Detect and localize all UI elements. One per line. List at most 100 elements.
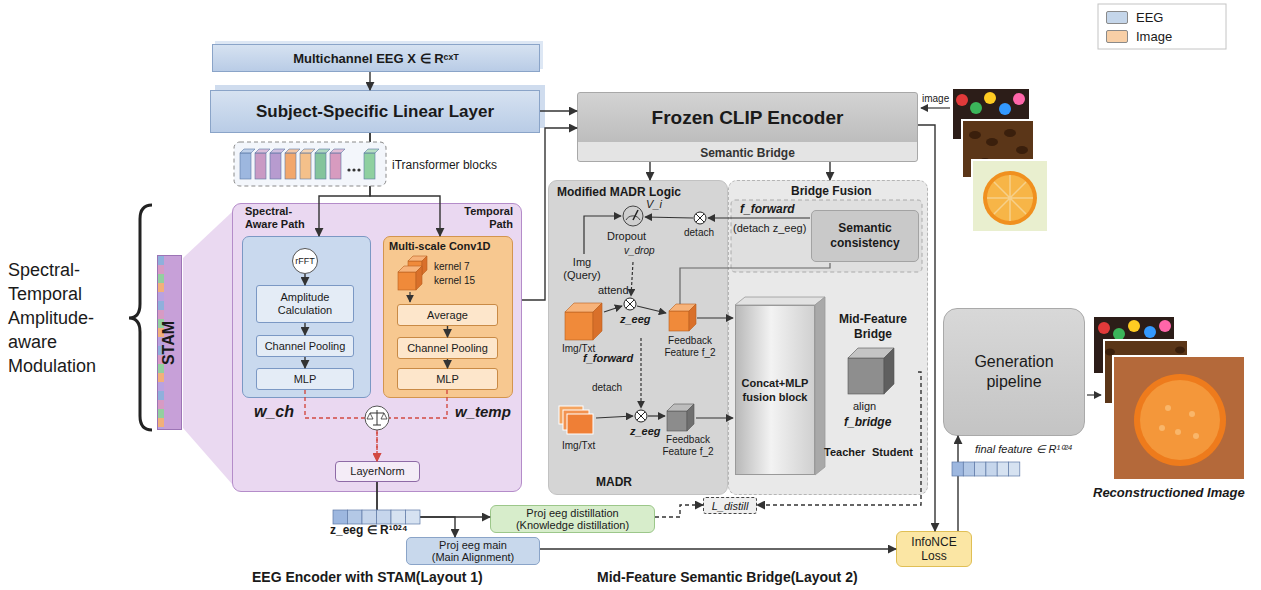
flow-arrow xyxy=(645,217,693,218)
node-label: Channel Pooling xyxy=(265,340,346,353)
legend-slot: Image xyxy=(1136,29,1172,44)
token-strip xyxy=(255,149,270,153)
legend-label: Image xyxy=(1136,29,1172,44)
feature-vector xyxy=(377,510,392,524)
text-stack: MLP xyxy=(398,369,497,389)
variable-label: f_bridge xyxy=(844,415,891,429)
legend-frame xyxy=(1098,4,1226,49)
text-slot: Temporal Path xyxy=(451,205,513,231)
balance-symbol xyxy=(365,406,389,430)
feature-cube xyxy=(565,303,894,431)
token-strip xyxy=(300,149,315,153)
token-strip xyxy=(285,153,296,179)
legend-label: EEG xyxy=(1136,10,1163,25)
linear-layer-box: Subject-Specific Linear Layer xyxy=(210,90,540,133)
node-label: Amplitude Calculation xyxy=(261,291,349,317)
text-stack: Amplitude Calculation xyxy=(257,286,353,322)
label-slot: kernel 7 xyxy=(434,261,470,272)
connector xyxy=(447,359,448,368)
input-box: Multichannel EEG X ∈ Rᶜˣᵀ xyxy=(212,44,540,72)
feature-vector xyxy=(986,462,997,476)
text-slot: Mid-Feature Bridge xyxy=(828,312,918,342)
reconstructed-images xyxy=(1144,326,1156,338)
token-strip xyxy=(352,168,355,171)
feature-vector xyxy=(952,462,963,476)
token-strip xyxy=(330,153,341,179)
process-box: Channel Pooling xyxy=(397,337,498,359)
node-label: Temporal Path xyxy=(451,205,513,231)
input-images xyxy=(972,160,1048,232)
connector xyxy=(918,125,935,531)
projection-box: Proj eeg main(Main Alignment) xyxy=(406,537,540,565)
conv-kernel-cubes xyxy=(416,266,422,290)
connector xyxy=(447,326,448,337)
connector xyxy=(540,548,896,549)
flow-arrow xyxy=(696,417,733,418)
feature-vector xyxy=(975,462,986,476)
reconstructed-images xyxy=(1128,320,1140,332)
feature-label: Feedback Feature f_2 xyxy=(658,434,718,458)
connector xyxy=(757,372,921,505)
node-label: (Main Alignment) xyxy=(432,551,515,563)
text-slot: Modified MADR Logic xyxy=(557,185,681,199)
input-images xyxy=(1004,129,1016,137)
legend-swatch xyxy=(1106,30,1128,43)
text-stack: Concat+MLP fusion block xyxy=(736,306,814,474)
label-slot: z_eeg ∈ R¹⁰²⁴ xyxy=(330,524,408,537)
text-stack: LayerNorm xyxy=(336,462,419,481)
flow-arrow xyxy=(631,262,633,296)
reconstructed-images xyxy=(1140,380,1220,460)
input-images xyxy=(987,175,1033,221)
reconstructed-images xyxy=(1193,433,1199,439)
node-label: Proj eeg distillation xyxy=(526,507,618,519)
node-label: MLP xyxy=(436,373,459,386)
input-images xyxy=(952,88,1048,232)
reconstructed-images xyxy=(1175,347,1185,354)
flow-arrow xyxy=(648,415,665,416)
section-caption: Mid-Feature Semantic Bridge(Layout 2) xyxy=(597,569,858,585)
process-box: Average xyxy=(397,304,498,326)
node-label: Semantic Bridge xyxy=(700,146,795,160)
conv-kernel-cubes xyxy=(422,256,427,275)
feature-cube xyxy=(667,411,687,431)
text-slot: MADR xyxy=(596,475,632,489)
connector xyxy=(304,274,305,285)
generator-box: Generation pipeline xyxy=(943,308,1085,436)
node-label: L_distill xyxy=(712,500,749,512)
flow-arrow xyxy=(697,317,733,318)
output-caption: Reconstructioned Image xyxy=(1093,485,1245,500)
label-slot: image xyxy=(922,93,949,104)
multiply-symbol xyxy=(696,214,704,222)
feature-vector xyxy=(391,510,406,524)
operation-label: detach xyxy=(592,382,622,393)
label-slot: z_eeg xyxy=(630,425,661,437)
text-stack: Average xyxy=(398,305,497,325)
node-label: Concat+MLP fusion block xyxy=(740,376,810,404)
token-strip xyxy=(255,153,266,179)
dropout-gauge xyxy=(633,210,638,220)
kernel-label: kernel 7 xyxy=(434,261,470,272)
flow-arrow xyxy=(596,416,633,418)
legend-swatch xyxy=(1106,11,1128,24)
token-strip xyxy=(240,153,251,179)
feature-cube xyxy=(565,312,593,340)
label-slot: iTransformer blocks xyxy=(392,158,497,172)
feature-vector xyxy=(333,462,1020,524)
reconstructed-images xyxy=(1093,316,1245,480)
node-label: (Knowledge distillation) xyxy=(516,519,629,531)
conv-kernel-cubes xyxy=(398,256,427,302)
feature-cube xyxy=(593,303,602,340)
fusion-slab-faces xyxy=(735,297,825,305)
connector xyxy=(829,162,830,180)
legend-frame xyxy=(1098,4,1226,49)
token-strip xyxy=(240,149,255,153)
dropout-gauge xyxy=(623,206,643,226)
fusion-slab-faces xyxy=(815,297,825,475)
variable-label: V_i xyxy=(646,198,662,210)
process-box: Amplitude Calculation xyxy=(256,285,354,323)
label-slot: EEG Encoder with STAM(Layout 1) xyxy=(252,569,483,585)
label-slot: v_drop xyxy=(624,245,655,256)
label-slot: kernel 15 xyxy=(434,275,475,286)
legend-slot: EEG xyxy=(1136,10,1163,25)
